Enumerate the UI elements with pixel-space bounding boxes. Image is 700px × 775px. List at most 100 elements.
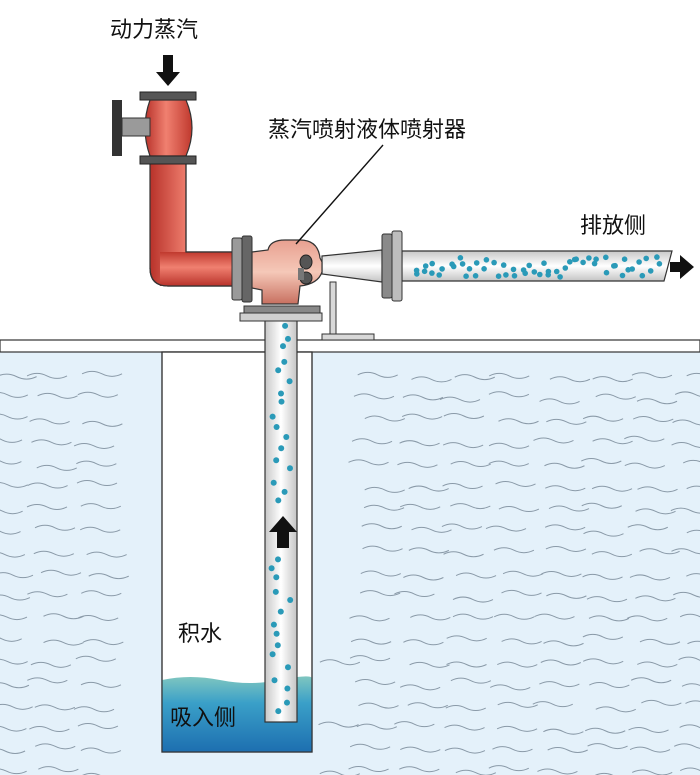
wave-stroke [488,391,530,398]
water-droplet [545,272,551,278]
wave-stroke [495,480,536,487]
wave-stroke [446,635,487,642]
wave-stroke [501,638,542,645]
water-droplet [621,256,628,263]
water-droplet [603,254,609,261]
wave-stroke [0,594,31,601]
wave-stroke [318,721,359,728]
wave-stroke [450,677,492,684]
wave-stroke [497,661,538,668]
wave-stroke [544,524,586,531]
wave-stroke [587,743,628,750]
ground-surface [0,339,700,353]
wave-stroke [442,442,484,449]
wave-stroke [75,655,117,662]
water-droplet [272,588,279,595]
wave-stroke [631,372,673,379]
wave-stroke [682,459,700,464]
wave-stroke [595,393,636,400]
wave-stroke [498,506,540,513]
wave-stroke [679,613,700,618]
wave-stroke [627,615,668,622]
wave-stroke [34,524,76,531]
wave-stroke [394,721,435,728]
water-droplet [625,267,631,273]
wave-stroke [80,681,122,688]
wave-stroke [358,702,399,709]
water-droplet [275,367,282,374]
water-droplet [286,378,293,385]
ejector-nozzle [298,268,304,280]
water-droplet [586,255,592,261]
wave-stroke [588,615,630,622]
wave-stroke [27,591,68,598]
wave-stroke [488,372,530,379]
wave-stroke [0,413,28,420]
water-droplet [593,256,599,263]
wave-stroke [403,574,444,581]
wave-stroke [29,418,70,425]
water-droplet [282,322,289,329]
wave-stroke [581,458,622,465]
wave-stroke [77,391,119,398]
water-droplet [287,597,294,603]
water-droplet [526,262,532,269]
wave-stroke [33,550,75,557]
water-droplet [643,255,649,262]
water-droplet [500,262,507,268]
wave-stroke [624,435,665,442]
wave-stroke [403,639,444,646]
wave-stroke [29,726,70,733]
suction-flange-bottom [239,312,323,322]
wave-stroke [450,461,491,468]
water-droplet [287,465,293,472]
wave-stroke [0,460,22,465]
support-base [321,333,375,341]
wave-stroke [439,396,481,403]
wave-stroke [641,699,682,706]
wave-stroke [548,505,590,512]
wave-stroke [410,614,451,621]
wave-stroke [686,485,700,490]
wave-stroke [82,420,123,427]
wave-stroke [585,727,626,734]
wave-stroke [0,658,28,665]
water-droplet [285,335,291,342]
wave-stroke [546,418,587,425]
wave-stroke [595,706,636,713]
wave-stroke [679,767,700,771]
wave-stroke [26,503,68,510]
wave-stroke [86,551,127,558]
wave-stroke [27,482,68,489]
wave-stroke [0,682,30,689]
valve-stem [121,117,151,137]
wave-stroke [537,768,578,775]
water-droplet [281,358,288,365]
water-droplet [268,565,275,572]
wave-stroke [81,370,123,377]
wave-stroke [582,658,624,665]
water-droplet [656,261,663,267]
valve-top-flange [139,91,197,101]
water-droplet [280,343,286,350]
wave-stroke [534,613,575,620]
water-droplet [457,254,464,261]
water-droplet [269,651,276,658]
water-droplet [273,630,280,637]
wave-stroke [672,419,700,426]
wave-stroke [630,677,672,684]
wave-stroke [591,485,633,492]
water-droplet [439,266,445,272]
wave-stroke [411,376,452,383]
wave-stroke [354,678,396,685]
water-droplet [619,272,626,279]
wave-stroke [0,530,21,535]
water-droplet [510,266,517,273]
wave-stroke [546,592,587,599]
water-droplet [612,262,618,269]
water-droplet [591,260,598,267]
valve-handwheel [112,100,122,156]
wave-stroke [80,503,122,510]
